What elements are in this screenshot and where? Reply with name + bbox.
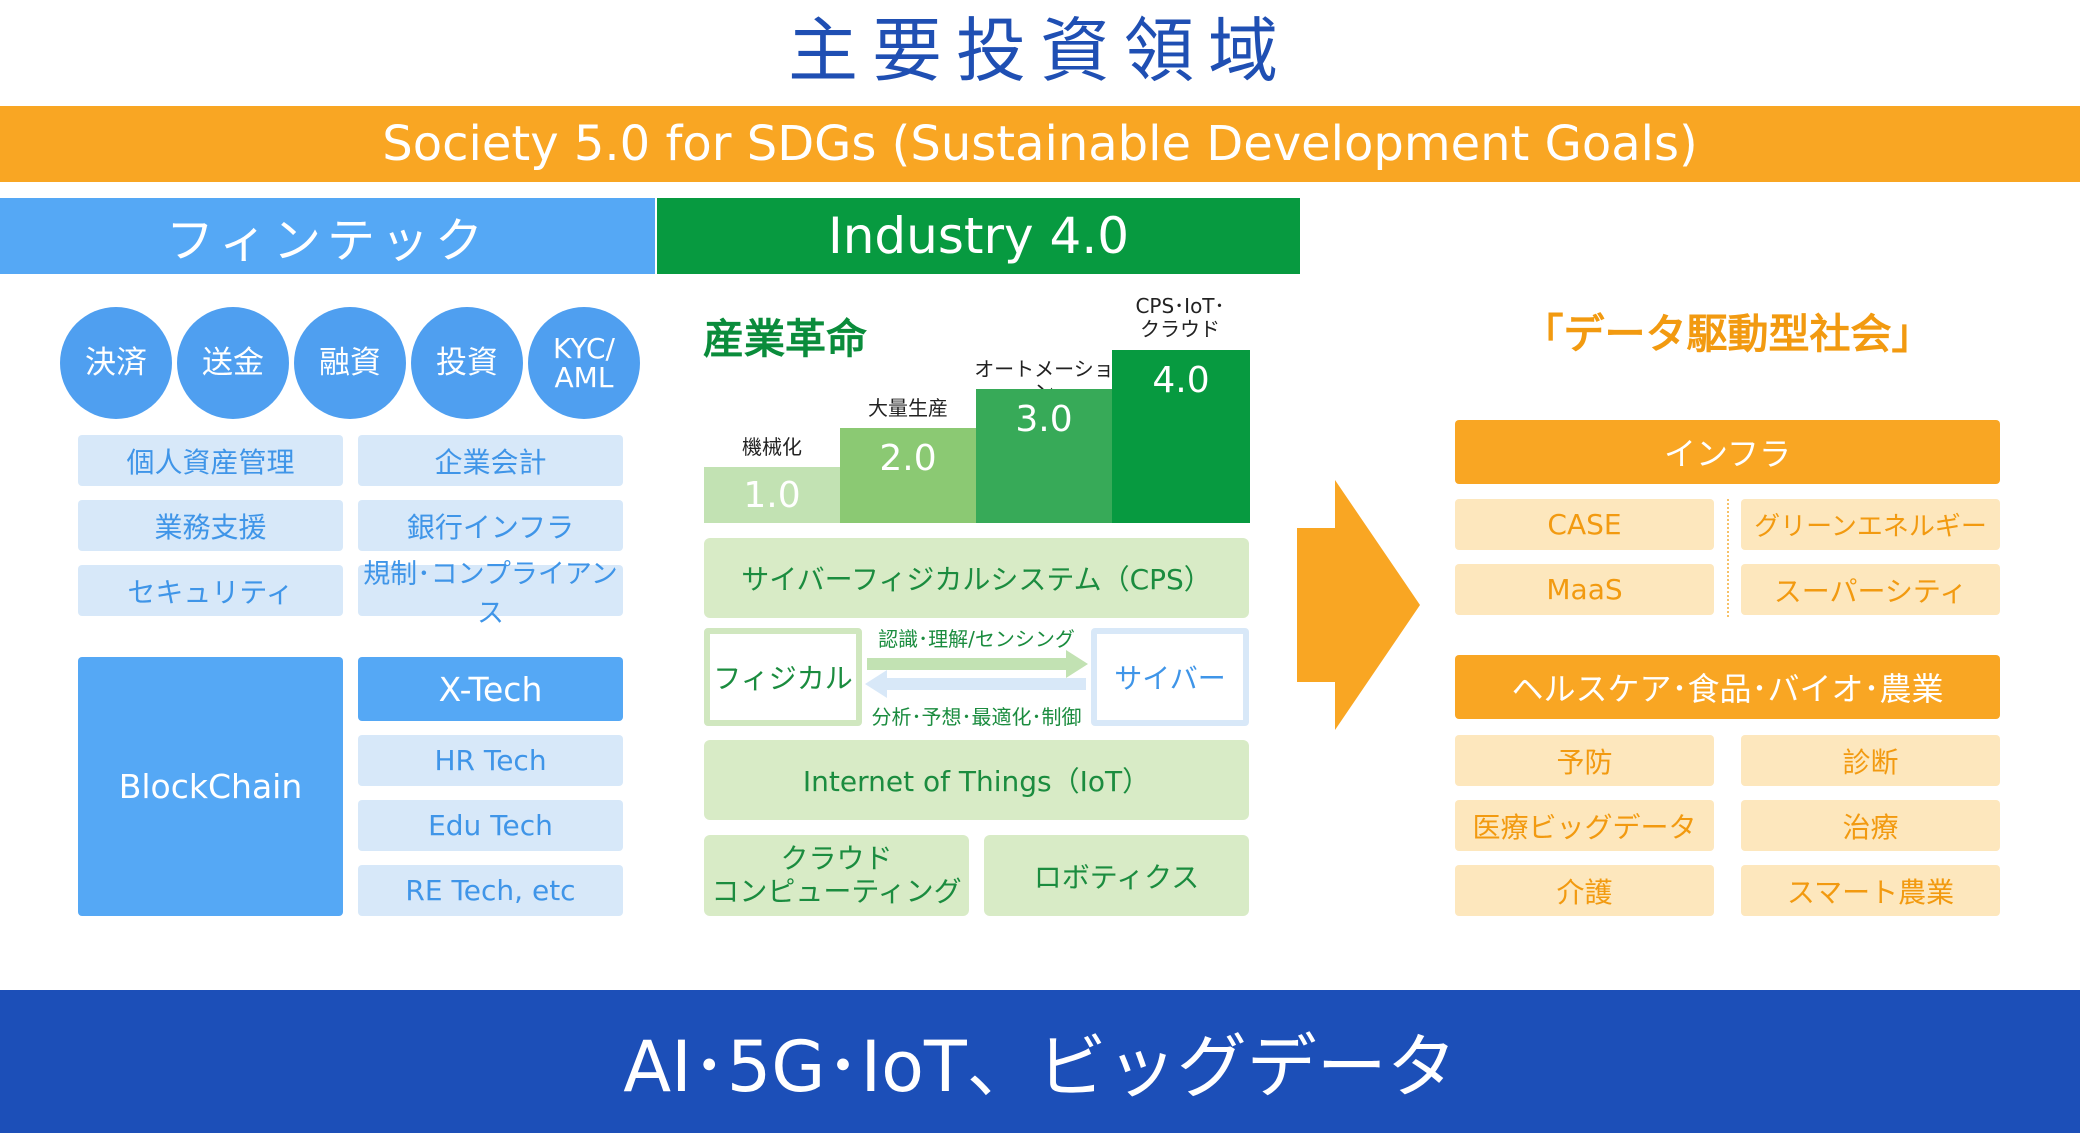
circle-investment: 投資 xyxy=(411,307,523,419)
chip-corporate-accounting: 企業会計 xyxy=(358,435,623,486)
cyber-box: サイバー xyxy=(1091,628,1249,726)
chip-case: CASE xyxy=(1455,499,1714,550)
circle-lending: 融資 xyxy=(294,307,406,419)
fintech-header: フィンテック xyxy=(0,198,655,274)
step-3-bar: 3.0 xyxy=(976,389,1112,523)
step-4-bar: 4.0 xyxy=(1112,350,1250,523)
step-2-bar: 2.0 xyxy=(840,428,976,523)
step-4-label: CPS･IoT･ クラウド xyxy=(1135,294,1225,341)
robotics-panel: ロボティクス xyxy=(984,835,1249,916)
cps-panel: サイバーフィジカルシステム（CPS） xyxy=(704,538,1249,618)
chip-treatment: 治療 xyxy=(1741,800,2000,851)
cloud-panel: クラウド コンピューティング xyxy=(704,835,969,916)
xtech-header: X-Tech xyxy=(358,657,623,721)
arrow-top-caption: 認識･理解/センシング xyxy=(878,626,1075,651)
step-2-label: 大量生産 xyxy=(868,396,948,420)
bottom-band: AI･5G･IoT、ビッグデータ xyxy=(0,990,2080,1133)
chip-bank-infra: 銀行インフラ xyxy=(358,500,623,551)
data-society-title: 「データ駆動型社会」 xyxy=(1522,310,1933,358)
chip-green-energy: グリーンエネルギー xyxy=(1741,499,2000,550)
iot-panel: Internet of Things（IoT） xyxy=(704,740,1249,820)
circle-kyc-aml: KYC/ AML xyxy=(528,307,640,419)
arrow-right-icon xyxy=(1297,480,1420,730)
chip-maas: MaaS xyxy=(1455,564,1714,615)
physical-box: フィジカル xyxy=(704,628,862,726)
step-1-label: 機械化 xyxy=(742,435,802,459)
infra-bar: インフラ xyxy=(1455,420,2000,484)
circle-payment: 決済 xyxy=(60,307,172,419)
revolution-title: 産業革命 xyxy=(703,315,867,363)
health-bar: ヘルスケア･食品･バイオ･農業 xyxy=(1455,655,2000,719)
circle-remittance: 送金 xyxy=(177,307,289,419)
chip-security: セキュリティ xyxy=(78,565,343,616)
arrow-bottom-caption: 分析･予想･最適化･制御 xyxy=(871,704,1082,729)
society-band: Society 5.0 for SDGs (Sustainable Develo… xyxy=(0,106,2080,182)
chip-diagnosis: 診断 xyxy=(1741,735,2000,786)
chip-super-city: スーパーシティ xyxy=(1741,564,2000,615)
chip-medical-bigdata: 医療ビッグデータ xyxy=(1455,800,1714,851)
chip-re-tech: RE Tech, etc xyxy=(358,865,623,916)
blockchain-block: BlockChain xyxy=(78,657,343,916)
chip-nursing: 介護 xyxy=(1455,865,1714,916)
infra-divider xyxy=(1727,499,1729,617)
step-1-bar: 1.0 xyxy=(704,467,840,523)
chip-prevention: 予防 xyxy=(1455,735,1714,786)
chip-business-support: 業務支援 xyxy=(78,500,343,551)
page-title: 主要投資領域 xyxy=(788,9,1292,92)
chip-regulation: 規制･コンプライアンス xyxy=(358,559,623,629)
cps-loop-arrows-icon xyxy=(865,650,1088,698)
chip-personal-asset: 個人資産管理 xyxy=(78,435,343,486)
chip-edu-tech: Edu Tech xyxy=(358,800,623,851)
industry-header: Industry 4.0 xyxy=(657,198,1300,274)
chip-hr-tech: HR Tech xyxy=(358,735,623,786)
chip-smart-agri: スマート農業 xyxy=(1741,865,2000,916)
